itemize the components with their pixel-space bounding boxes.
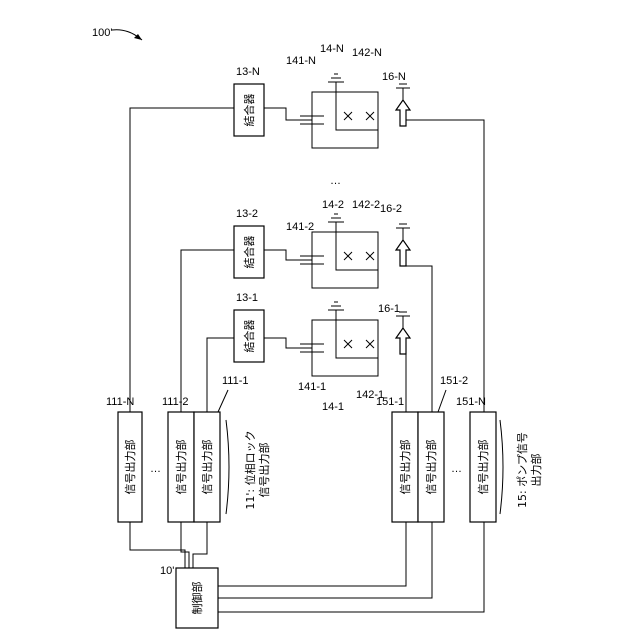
unit-ref: 111-N xyxy=(106,396,134,408)
svg-text:15: ポンプ信号: 15: ポンプ信号 xyxy=(516,432,529,508)
coupler-ref: 13-1 xyxy=(236,292,258,304)
unit-ref: 151-1 xyxy=(376,396,404,408)
ellipsis-qubits: … xyxy=(330,175,341,187)
qubit-loop xyxy=(312,92,378,148)
ellipsis-pump: … xyxy=(451,463,462,475)
qubit-loop xyxy=(312,320,378,376)
qubit-ref: 14-2 xyxy=(322,199,344,211)
controller: 制御部 10' xyxy=(160,565,218,628)
svg-text:信号出力部: 信号出力部 xyxy=(398,440,412,495)
capacitor-ref: 141-2 xyxy=(286,221,314,233)
svg-text:信号出力部: 信号出力部 xyxy=(476,440,490,495)
output-arrow-icon xyxy=(396,100,410,126)
svg-text:信号出力部: 信号出力部 xyxy=(200,440,214,495)
phase-lock-label-1: 11': 位相ロック xyxy=(243,430,257,509)
coupler-label: 結合器 xyxy=(242,236,256,269)
coupler-ref: 13-2 xyxy=(236,208,258,220)
squid-ref: 142-2 xyxy=(352,199,380,211)
squid-loop xyxy=(336,232,378,270)
coupler-ref: 13-N xyxy=(236,66,260,78)
pump-signal-output-group: 信号出力部 信号出力部 151-1 151-2 xyxy=(376,375,468,522)
unit-ref: 151-N xyxy=(456,396,486,408)
svg-text:信号出力部: 信号出力部 xyxy=(424,440,438,495)
unit-ref: 151-2 xyxy=(440,375,468,387)
coupler-label: 結合器 xyxy=(242,94,256,127)
controller-ref: 10' xyxy=(160,565,174,577)
unit-ref: 111-1 xyxy=(222,375,249,387)
svg-text:信号出力部: 信号出力部 xyxy=(123,440,137,495)
svg-text:信号出力部: 信号出力部 xyxy=(174,440,188,495)
squid-ref: 142-N xyxy=(352,47,382,59)
coupler-13-1: 結合器 13-1 xyxy=(234,292,264,362)
unit-ref: 111-2 xyxy=(162,396,189,408)
pump-unit-151-N: 信号出力部 151-N xyxy=(456,396,496,522)
capacitor-ref: 141-N xyxy=(286,55,316,67)
ellipsis-signal: … xyxy=(150,463,161,475)
squid-loop xyxy=(336,92,378,130)
output-ref: 16-N xyxy=(382,71,406,83)
controller-label: 制御部 xyxy=(190,582,204,615)
wiring xyxy=(130,108,484,612)
qubit-circuits: 141-114-1142-116-1141-214-2142-216-2141-… xyxy=(286,43,410,413)
squid-loop xyxy=(336,320,378,358)
output-ref: 16-1 xyxy=(378,303,400,315)
phase-lock-signal-output-group: 信号出力部 信号出力部 111-2 111-1 11': 位相ロック 信号出力部 xyxy=(162,375,271,522)
qubit-loop xyxy=(312,232,378,288)
pump-group-label: 15: ポンプ信号 出力部 xyxy=(500,420,543,514)
coupler-13-N: 結合器 13-N xyxy=(234,66,264,136)
output-arrow-icon xyxy=(396,240,410,266)
output-arrow-icon xyxy=(396,328,410,354)
output-ref: 16-2 xyxy=(380,203,402,215)
phase-lock-label-2: 信号出力部 xyxy=(257,443,271,498)
qubit-ref: 14-N xyxy=(320,43,344,55)
figure-ref: 100' xyxy=(92,27,112,39)
capacitor-ref: 141-1 xyxy=(298,381,326,393)
svg-text:出力部: 出力部 xyxy=(529,454,543,487)
coupler-13-2: 結合器 13-2 xyxy=(234,208,264,278)
coupler-label: 結合器 xyxy=(242,320,256,353)
signal-unit-111-N: 信号出力部 111-N xyxy=(106,396,142,522)
qubit-ref: 14-1 xyxy=(322,401,344,413)
